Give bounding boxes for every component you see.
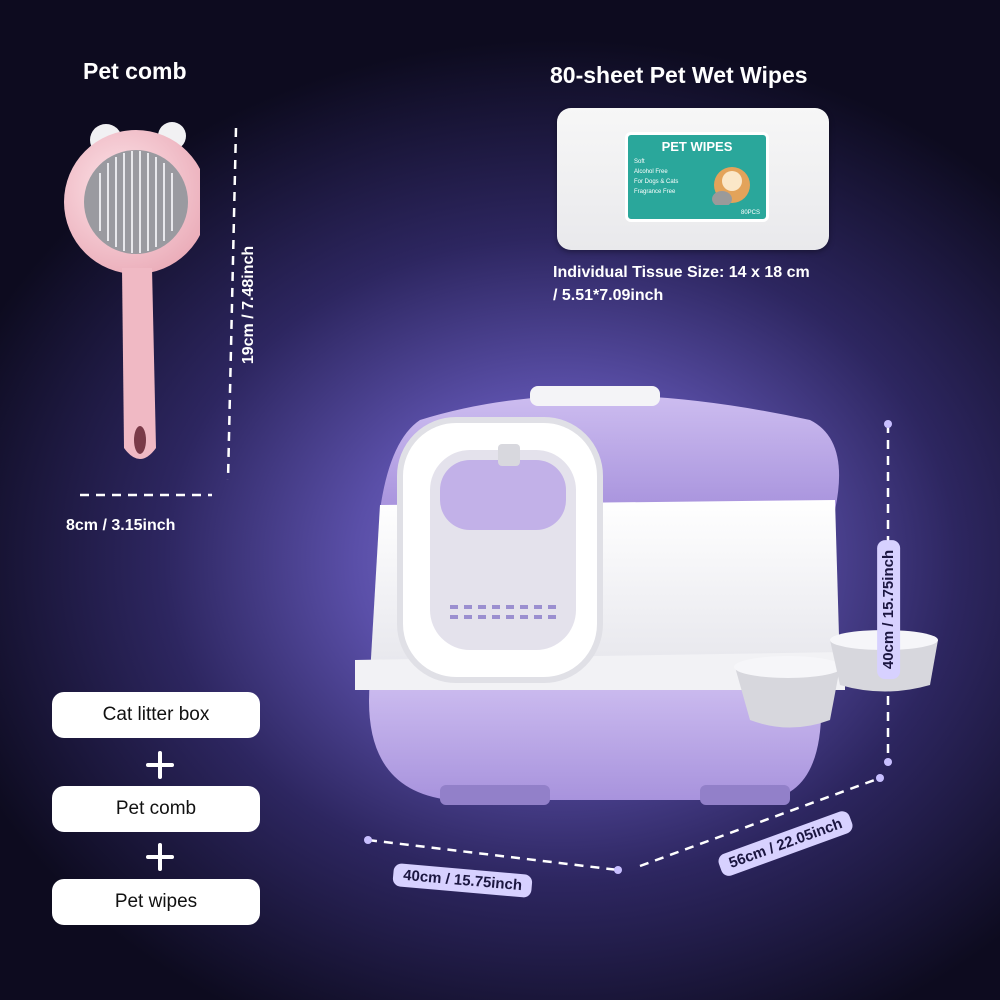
- comb-title: Pet comb: [83, 58, 187, 84]
- wipes-count: 80PCS: [740, 210, 760, 216]
- wipes-bullet: Soft: [634, 159, 645, 165]
- wipes-bullet: Alcohol Free: [634, 169, 668, 175]
- plus-icon: [146, 751, 174, 779]
- pet-comb-image: [64, 122, 200, 459]
- litter-box-height-dimension: 40cm / 15.75inch: [877, 539, 901, 680]
- wipes-title: 80-sheet Pet Wet Wipes: [550, 62, 808, 88]
- comb-height-dimension: 19cm / 7.48inch: [240, 245, 258, 365]
- wipes-size-line-1: Individual Tissue Size: 14 x 18 cm: [553, 264, 810, 281]
- bundle-item-pet-comb: Pet comb: [52, 786, 260, 832]
- wipes-pack-label: PET WIPES Soft Alcohol Free For Dogs & C…: [625, 132, 769, 222]
- dog-cat-icon: [712, 167, 750, 205]
- comb-width-dimension: 8cm / 3.15inch: [66, 517, 176, 534]
- wipes-size-line-2: / 5.51*7.09inch: [553, 287, 664, 304]
- wipes-bullet: Fragrance Free: [634, 189, 676, 195]
- cat-litter-box-image: [355, 386, 938, 805]
- bundle-item-litter-box: Cat litter box: [52, 692, 260, 738]
- pet-wipes-image: PET WIPES Soft Alcohol Free For Dogs & C…: [557, 108, 829, 250]
- bundle-item-pet-wipes: Pet wipes: [52, 879, 260, 925]
- wipes-pack-title: PET WIPES: [661, 139, 733, 154]
- wipes-bullet: For Dogs & Cats: [634, 179, 679, 185]
- plus-icon: [146, 843, 174, 871]
